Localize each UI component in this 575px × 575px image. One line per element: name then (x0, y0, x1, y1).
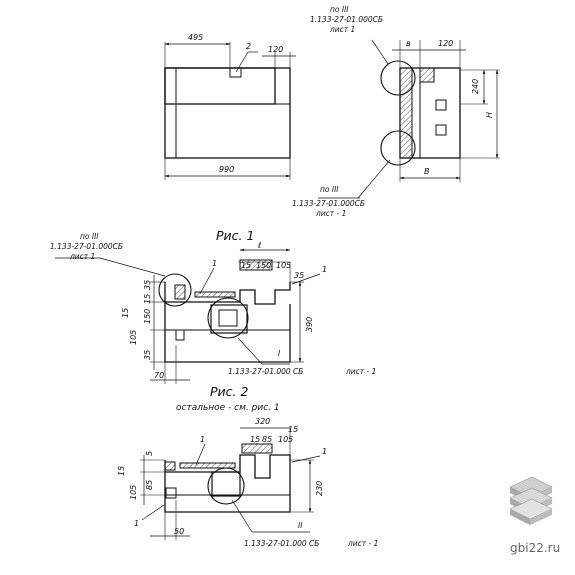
dim-H: H (485, 112, 494, 118)
fig2-dim-105-left: 105 (129, 485, 138, 500)
watermark-site: gbi22.ru (510, 541, 560, 555)
fig2-ref-bottom-c: лист - 1 (347, 539, 378, 548)
fig1-ref-bottom-a: I (278, 349, 281, 358)
ref-top-a: по III (330, 5, 349, 14)
fig1-note-1a: 1 (212, 259, 217, 268)
fig2-subcaption: остальное - см. рис. 1 (176, 403, 280, 413)
fig1-dim-35-bottom: 35 (143, 350, 152, 360)
fig2-dim-85: 85 (262, 435, 272, 444)
fig1-dim-15: 15 (241, 261, 251, 270)
ref-bottom-c: лист - 1 (315, 209, 346, 218)
dim-240: 240 (471, 79, 480, 94)
fig1-dim-150: 150 (256, 261, 271, 270)
fig2-dim-15-left: 15 (117, 466, 126, 476)
fig2-ref-bottom-b: 1.133-27-01.000 СБ (244, 539, 319, 548)
dim-120-side: 120 (438, 39, 453, 48)
fig2-note-1b: 1 (322, 447, 327, 456)
figure-1-drawing (55, 248, 321, 384)
fig2-dim-50: 50 (174, 527, 184, 536)
watermark-logo-icon (509, 476, 553, 525)
dim-990: 990 (219, 165, 234, 174)
fig1-ref-bottom-b: 1.133-27-01.000 СБ (228, 367, 303, 376)
fig1-dim-35-right: 35 (294, 271, 304, 280)
ref-top-c: лист 1 (329, 25, 355, 34)
fig2-caption: Рис. 2 (210, 384, 248, 399)
fig2-dim-105: 105 (278, 435, 293, 444)
fig1-dim-70: 70 (154, 371, 164, 380)
dim-120-plan: 120 (268, 45, 283, 54)
fig1-note-1b: 1 (322, 265, 327, 274)
dim-B: В (424, 167, 430, 176)
figure-2-drawing (140, 427, 321, 540)
top-side-view (318, 39, 500, 199)
dim-2: 2 (246, 42, 251, 51)
fig1-dim-15-top: 15 (143, 294, 152, 304)
fig2-dim-15-top: 15 (288, 425, 298, 434)
fig2-dim-5: 5 (145, 451, 154, 456)
ref-top-b: 1.133-27-01.000СБ (310, 15, 383, 24)
fig2-dim-230: 230 (315, 481, 324, 496)
fig1-ref-left-b: 1.133-27-01.000СБ (50, 242, 123, 251)
fig2-dim-320: 320 (255, 417, 270, 426)
fig1-caption: Рис. 1 (216, 228, 254, 243)
dim-b-small: в (406, 39, 411, 48)
fig1-ref-bottom-c: лист - 1 (345, 367, 376, 376)
ref-bottom-b: 1.133-27-01.000СБ (292, 199, 365, 208)
top-plan-view (164, 42, 296, 180)
fig1-dim-15-left: 15 (121, 308, 130, 318)
ref-bottom-a: по III (320, 185, 339, 194)
fig1-dim-105: 105 (276, 261, 291, 270)
fig2-ref-bottom-a: II (298, 521, 303, 530)
fig1-dim-105-left: 105 (129, 330, 138, 345)
fig2-note-1a: 1 (200, 435, 205, 444)
fig2-note-1c: 1 (134, 519, 139, 528)
fig1-dim-35-top: 35 (143, 280, 152, 290)
fig2-dim-15: 15 (250, 435, 260, 444)
fig1-dim-l: ℓ (257, 241, 261, 250)
fig1-dim-390: 390 (305, 317, 314, 332)
fig2-dim-85-left: 85 (145, 480, 154, 490)
fig1-dim-150-left: 150 (143, 309, 152, 324)
dim-495: 495 (188, 33, 203, 42)
fig1-ref-left-c: лист 1 (69, 252, 95, 261)
fig1-ref-left-a: по III (80, 232, 99, 241)
